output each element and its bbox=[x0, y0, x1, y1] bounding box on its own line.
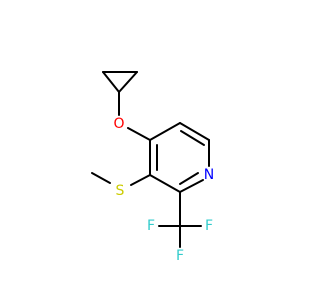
bond-c5-c6 bbox=[179, 122, 210, 141]
bond-o-c4 bbox=[127, 127, 151, 141]
cyclopropyl-ring bbox=[102, 71, 138, 93]
atom-f-left-label: F bbox=[147, 218, 155, 234]
atom-s-label: S bbox=[116, 183, 125, 199]
bond-s-ch3 bbox=[91, 172, 111, 184]
bond-n-c2 bbox=[179, 179, 204, 193]
bond-n-c2-double bbox=[179, 172, 199, 185]
atom-s: S bbox=[116, 183, 125, 199]
bond-c2-c3 bbox=[149, 174, 181, 193]
atom-n: N bbox=[204, 167, 214, 183]
atom-f-bottom: F bbox=[176, 248, 184, 264]
molecule-structure: O S N F F F bbox=[91, 71, 215, 264]
atom-n-label: N bbox=[204, 167, 214, 183]
bond-c4-c5 bbox=[149, 122, 181, 141]
atom-f-left: F bbox=[147, 218, 155, 234]
bond-cp-top-left bbox=[102, 71, 120, 93]
atom-o: O bbox=[113, 116, 124, 132]
atom-f-bottom-label: F bbox=[176, 248, 184, 264]
bond-c3-s bbox=[130, 174, 151, 186]
bond-c5-c6-double bbox=[180, 130, 205, 146]
atom-f-right-label: F bbox=[205, 218, 213, 234]
atom-f-right: F bbox=[205, 218, 213, 234]
atom-o-label: O bbox=[113, 116, 124, 132]
pyridine-ring bbox=[149, 122, 210, 193]
bond-cp-top-right bbox=[118, 71, 138, 93]
